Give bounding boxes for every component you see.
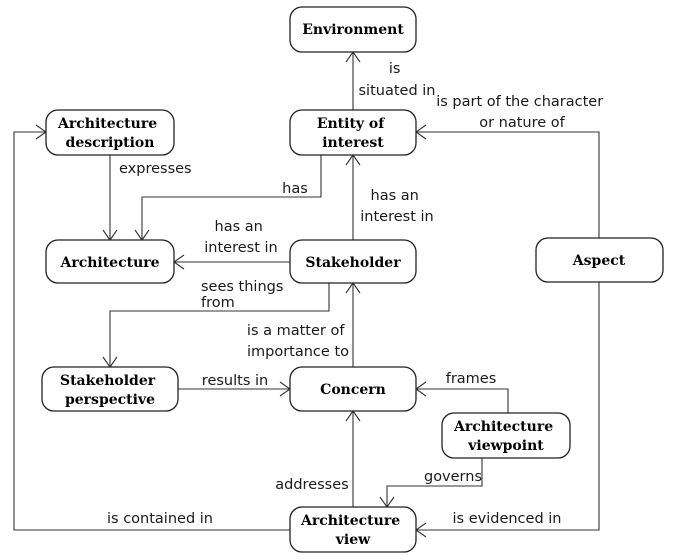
label-frames: frames bbox=[446, 371, 497, 387]
label-has-interest-in-entity: has an interest in bbox=[360, 188, 433, 225]
label-is-evidenced-in: is evidenced in bbox=[453, 511, 562, 527]
label-sees-things-from: sees things from bbox=[201, 279, 288, 311]
edge-aspect-to-entity bbox=[416, 131, 600, 238]
svg-text:Entity of interest: Entity of interest bbox=[317, 116, 389, 151]
label-is-matter-of-importance: is a matter of importance to bbox=[247, 323, 349, 360]
label-addresses: addresses bbox=[275, 477, 348, 493]
node-architecture-description[interactable]: Architecture description bbox=[45, 109, 175, 156]
svg-text:Aspect: Aspect bbox=[572, 253, 626, 269]
label-results-in: results in bbox=[202, 373, 268, 389]
node-concern[interactable]: Concern bbox=[289, 366, 417, 412]
svg-text:Architecture: Architecture bbox=[59, 255, 159, 271]
label-has-interest-in-architecture: has an interest in bbox=[204, 219, 277, 256]
label-is-contained-in: is contained in bbox=[107, 511, 213, 527]
node-environment[interactable]: Environment bbox=[289, 6, 417, 53]
svg-text:Architecture viewpoint: Architecture viewpoint bbox=[453, 419, 558, 454]
edge-view-to-description bbox=[13, 131, 290, 531]
svg-text:Concern: Concern bbox=[320, 382, 386, 398]
node-stakeholder[interactable]: Stakeholder bbox=[289, 239, 417, 284]
label-is-situated-in: is situated in bbox=[359, 61, 436, 99]
edge-viewpoint-to-view bbox=[386, 458, 483, 507]
node-architecture-viewpoint[interactable]: Architecture viewpoint bbox=[441, 412, 571, 459]
edge-aspect-to-view bbox=[416, 282, 600, 531]
label-expresses: expresses bbox=[119, 161, 192, 177]
svg-text:Architecture descripti: Architecture description bbox=[57, 116, 162, 151]
label-governs: governs bbox=[424, 469, 482, 485]
label-has: has bbox=[282, 181, 308, 197]
edges bbox=[13, 51, 600, 538]
node-entity-of-interest[interactable]: Entity of interest bbox=[289, 109, 417, 156]
node-stakeholder-perspective[interactable]: Stakeholder perspective bbox=[41, 366, 179, 412]
edge-entity-to-architecture bbox=[141, 155, 322, 240]
edge-stakeholder-to-perspective bbox=[109, 283, 330, 367]
node-architecture-view[interactable]: Architecture view bbox=[289, 506, 417, 553]
svg-text:Stakeholder perspectiv: Stakeholder perspective bbox=[60, 373, 160, 408]
node-aspect[interactable]: Aspect bbox=[535, 237, 664, 283]
label-is-part-of: is part of the character or nature of bbox=[436, 94, 608, 131]
svg-text:Environment: Environment bbox=[302, 22, 404, 38]
edge-labels: is situated in is part of the character … bbox=[107, 61, 608, 527]
nodes: Environment Entity of interest Architect… bbox=[41, 6, 664, 553]
node-architecture[interactable]: Architecture bbox=[45, 239, 175, 284]
svg-text:Architecture view: Architecture view bbox=[300, 513, 405, 548]
svg-text:Stakeholder: Stakeholder bbox=[305, 255, 401, 271]
edge-viewpoint-to-concern bbox=[416, 388, 509, 413]
